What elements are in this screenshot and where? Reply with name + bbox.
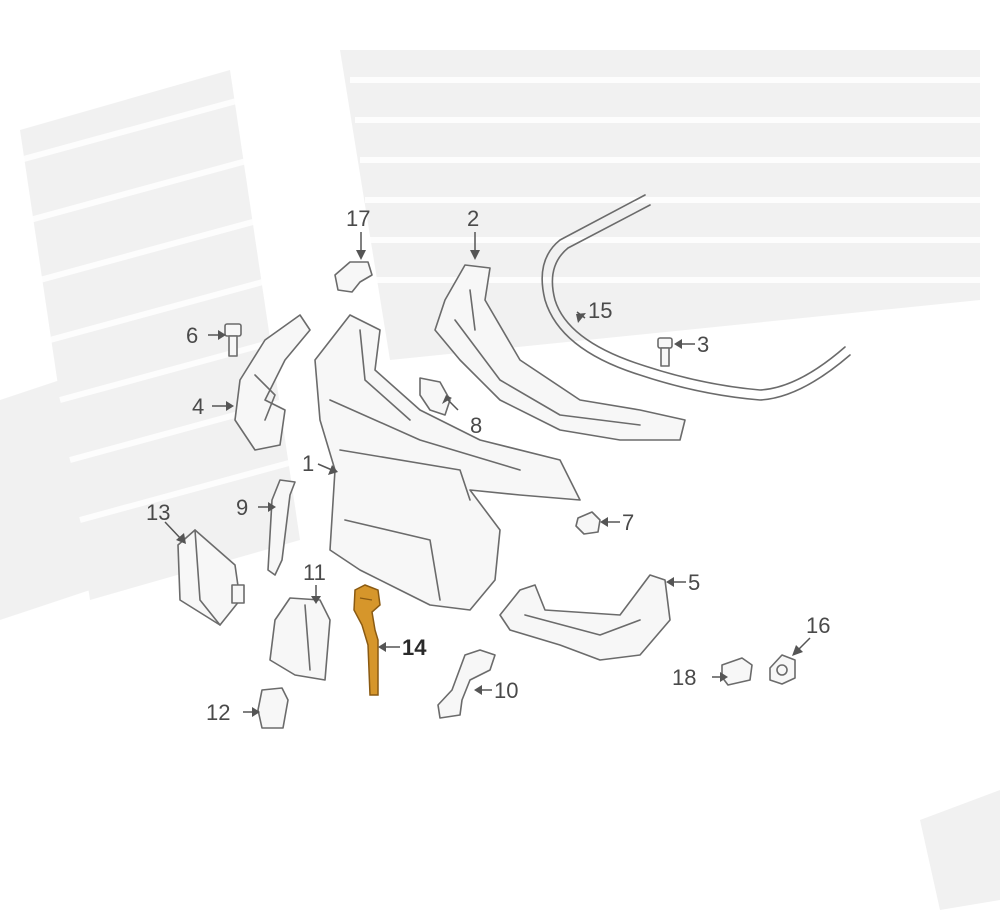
label-14: 14: [402, 635, 427, 660]
part-11-guide: [269, 597, 331, 681]
label-12: 12: [206, 700, 230, 725]
part-4-bracket: [234, 314, 311, 451]
part-16-ring: [769, 654, 796, 685]
label-18: 18: [672, 665, 696, 690]
label-10: 10: [494, 678, 518, 703]
part-2-carrier: [434, 264, 686, 441]
leader-lines: [164, 232, 811, 717]
part-9-rod: [267, 479, 296, 576]
label-8: 8: [470, 413, 482, 438]
part-5-member: [499, 574, 671, 661]
part-15-bar: [541, 194, 851, 401]
label-17: 17: [346, 206, 370, 231]
label-4: 4: [192, 394, 204, 419]
label-13: 13: [146, 500, 170, 525]
label-7: 7: [622, 510, 634, 535]
part-12-holder: [257, 687, 289, 729]
label-9: 9: [236, 495, 248, 520]
label-11: 11: [303, 560, 326, 585]
part-6-screw: [224, 323, 242, 357]
label-16: 16: [806, 613, 830, 638]
part-10-bracket: [437, 649, 496, 719]
part-7-grommet: [575, 511, 601, 535]
label-3: 3: [697, 332, 709, 357]
label-6: 6: [186, 323, 198, 348]
label-15: 15: [588, 298, 612, 323]
part-3-bolt: [657, 337, 673, 367]
part-8-bracket: [419, 377, 451, 416]
label-2: 2: [467, 206, 479, 231]
part-13-module: [177, 529, 245, 626]
part-18-clip: [721, 657, 753, 686]
part-1-frame: [314, 314, 581, 611]
part-17-clip: [334, 261, 373, 293]
part-14-highlighted: [353, 584, 381, 696]
label-5: 5: [688, 570, 700, 595]
label-1: 1: [302, 451, 314, 476]
